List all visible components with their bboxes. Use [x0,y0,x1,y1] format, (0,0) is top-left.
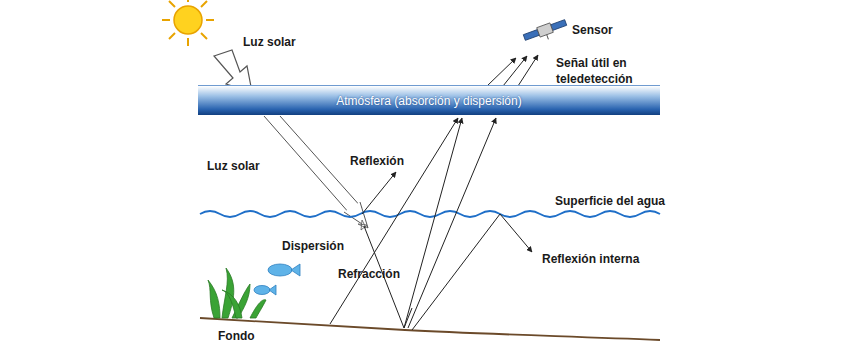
light-rays [330,118,532,330]
internal-reflection-label: Reflexión interna [542,251,639,267]
sunlight-label: Luz solar [243,34,296,50]
signal-arrows [487,55,538,86]
surface-label: Superficie del agua [555,193,665,209]
scattering-label: Dispersión [282,238,344,254]
sunlight-label: Luz solar [207,158,260,174]
seabed-label: Fondo [218,328,255,344]
atmosphere-band: Atmósfera (absorción y dispersión) [198,85,660,115]
sun-icon [162,0,214,46]
scatter-symbol [358,220,367,230]
water-surface [200,211,660,217]
signal-label: Señal útil en teledetección [556,55,646,87]
refraction-label: Refracción [338,266,400,282]
fish-icons [254,264,300,295]
sunlight-beam [264,116,368,228]
reflection-label: Reflexión [350,153,404,169]
seabed-line [200,318,660,340]
sensor-label: Sensor [572,22,613,38]
satellite-icon [523,18,569,47]
band-label: Atmósfera (absorción y dispersión) [336,94,521,108]
